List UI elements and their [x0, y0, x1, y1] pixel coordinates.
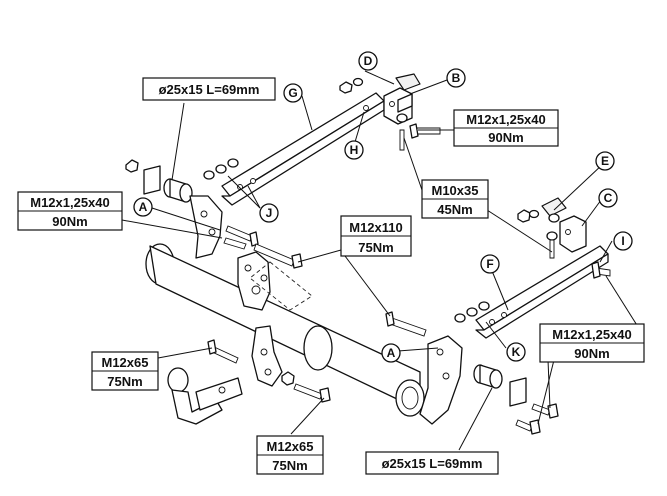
svg-text:J: J [266, 206, 273, 220]
spec-bolt-centre: M12x110 75Nm [340, 215, 412, 257]
callout-j: J [259, 203, 279, 223]
side-arm-f [475, 245, 609, 339]
bolt-m12x110-right [385, 311, 427, 337]
svg-text:G: G [288, 86, 297, 100]
spec-bolt-d: M10x35 45Nm [421, 179, 489, 219]
spec-bolt-a-left-size: M12x1,25x40 [30, 195, 110, 210]
lower-bracket [251, 325, 283, 387]
svg-text:E: E [601, 154, 609, 168]
callout-a-right: A [381, 343, 401, 363]
callout-d: D [358, 51, 378, 71]
callout-e: E [595, 151, 615, 171]
bolt-m10x35-right [546, 231, 558, 259]
spec-bolt-d-size: M10x35 [432, 183, 479, 198]
side-arm-g [221, 92, 385, 206]
bolts-left-a [223, 225, 259, 250]
nuts-upper-left [125, 77, 364, 180]
callout-i: I [613, 231, 633, 251]
bolts-bottom-right [515, 403, 559, 435]
spec-bolt-centre-size: M12x110 [349, 220, 403, 235]
spec-bolt-towball-torque: 75Nm [107, 374, 142, 389]
callout-f: F [480, 254, 500, 274]
spec-bolt-i-size: M12x1,25x40 [552, 327, 632, 342]
bolt-m12x110-left [253, 243, 303, 269]
svg-text:B: B [452, 71, 461, 85]
spec-bolt-b-torque: 90Nm [488, 130, 523, 145]
spec-bolt-towball: M12x65 75Nm [91, 351, 159, 391]
bolt-m12x65-towball [207, 339, 239, 364]
svg-text:C: C [604, 191, 613, 205]
bracket-c [541, 197, 587, 253]
spec-bolt-bottom: M12x65 75Nm [256, 435, 324, 475]
spec-bolt-d-torque: 45Nm [437, 202, 472, 217]
spec-bolt-b-size: M12x1,25x40 [466, 112, 546, 127]
spec-bolt-i: M12x1,25x40 90Nm [539, 323, 645, 363]
svg-text:I: I [621, 234, 624, 248]
nuts-right-upper [517, 209, 540, 223]
bolt-i [591, 261, 611, 279]
spec-bolt-i-torque: 90Nm [574, 346, 609, 361]
spec-sleeve-bottom: ø25x15 L=69mm [365, 451, 499, 475]
leader-lines [121, 70, 641, 451]
svg-text:K: K [512, 345, 521, 359]
svg-text:H: H [350, 143, 359, 157]
spec-bolt-b: M12x1,25x40 90Nm [453, 109, 559, 147]
sleeve-bottom [473, 364, 527, 407]
nuts-right-middle [454, 301, 490, 323]
spec-bolt-towball-size: M12x65 [102, 355, 149, 370]
right-end-bracket [419, 335, 463, 425]
spec-bolt-bottom-torque: 75Nm [272, 458, 307, 473]
spec-sleeve-top-text: ø25x15 L=69mm [159, 82, 260, 97]
spec-bolt-a-left: M12x1,25x40 90Nm [17, 191, 123, 231]
spec-sleeve-bottom-text: ø25x15 L=69mm [382, 456, 483, 471]
callout-k: K [506, 342, 526, 362]
svg-text:D: D [364, 54, 373, 68]
spec-bolt-bottom-size: M12x65 [267, 439, 314, 454]
callout-b: B [446, 68, 466, 88]
towball-flange [237, 251, 313, 311]
svg-text:A: A [139, 200, 148, 214]
callout-h: H [344, 140, 364, 160]
callout-g: G [283, 83, 303, 103]
spec-bolt-a-left-torque: 90Nm [52, 214, 87, 229]
main-crossbar [145, 243, 425, 417]
svg-text:A: A [387, 346, 396, 360]
bolt-b-group [396, 113, 441, 151]
callout-c: C [598, 188, 618, 208]
spec-bolt-centre-torque: 75Nm [358, 240, 393, 255]
left-mount-bracket [143, 165, 223, 259]
callout-a-left: A [133, 197, 153, 217]
towball [167, 367, 243, 425]
spec-sleeve-top: ø25x15 L=69mm [142, 77, 276, 101]
bolt-m12x65-bottom [281, 371, 331, 403]
svg-text:F: F [486, 257, 493, 271]
